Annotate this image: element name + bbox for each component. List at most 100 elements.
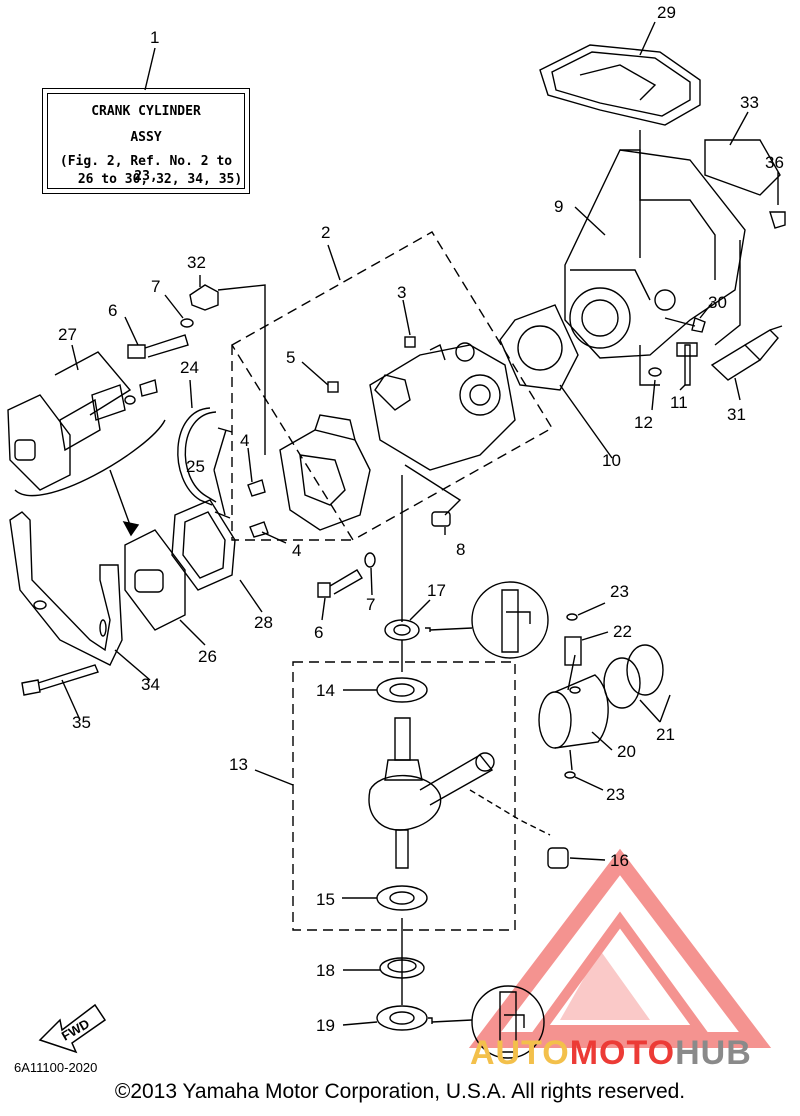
- catalog-number: 6A11100-2020: [14, 1060, 98, 1075]
- assembly-note-inner-frame: CRANK CYLINDER ASSY (Fig. 2, Ref. No. 2 …: [47, 93, 245, 189]
- callout-7-upper: 7: [151, 277, 160, 296]
- washer-27-drawing: [124, 395, 136, 405]
- dowel-pin-5-drawing: [327, 381, 339, 393]
- washer-12-drawing: [648, 367, 662, 377]
- callout-21: 21: [656, 725, 675, 744]
- spacer-18-inner: [387, 959, 417, 973]
- spacer-18-drawing: [379, 957, 425, 979]
- crankshaft-assembly-dashed-outline: [292, 661, 516, 931]
- hose-24-drawing: [177, 407, 213, 506]
- callout-22: 22: [613, 622, 632, 641]
- callout-36: 36: [765, 153, 784, 172]
- note-leader-line: [144, 47, 156, 91]
- note-line-2: ASSY: [130, 130, 162, 145]
- leader-3: [402, 299, 411, 336]
- leader-6-lower: [321, 597, 326, 621]
- washer-7-upper-drawing: [180, 318, 194, 328]
- callout-34: 34: [141, 675, 160, 694]
- seal-17-detail-circle: [471, 581, 549, 659]
- bearing-15-inner: [389, 891, 415, 905]
- group-arrow: [109, 469, 131, 526]
- note-line-1: CRANK CYLINDER: [91, 104, 201, 119]
- leader-23-lower: [574, 776, 604, 791]
- bracket-27: [54, 351, 132, 416]
- leader-23-upper: [577, 602, 606, 616]
- leader-4-lower: [261, 531, 287, 544]
- bolt-11-drawing: [676, 342, 698, 386]
- callout-27: 27: [58, 325, 77, 344]
- piston-ring-upper-drawing: [603, 657, 641, 709]
- leader-12: [651, 379, 656, 411]
- callout-20: 20: [617, 742, 636, 761]
- piston-pin-line: [567, 654, 576, 691]
- leader-28: [239, 579, 263, 613]
- gasket-28-drawing: [171, 499, 236, 591]
- callout-6-lower: 6: [314, 623, 323, 642]
- bearing-14-drawing: [376, 677, 428, 703]
- crankcase-assembly-dashed-outline-2: [231, 345, 353, 541]
- dowel-pin-3-drawing: [404, 336, 416, 348]
- leader-4-upper: [247, 447, 253, 483]
- bearing-14-inner: [389, 683, 415, 697]
- crankcase-assembly-dashed-outline: [231, 231, 553, 541]
- callout-1: 1: [150, 28, 159, 47]
- callout-8: 8: [456, 540, 465, 559]
- crankshaft-drawing: [368, 717, 495, 869]
- leader-35: [61, 679, 81, 721]
- leader-5: [301, 361, 329, 386]
- watermark-brand-text: AUTOMOTOHUB: [470, 1034, 752, 1073]
- hose-24-drawing-inner: [184, 411, 217, 503]
- oil-seal-19-drawing: [376, 1005, 428, 1031]
- callout-28: 28: [254, 613, 273, 632]
- oil-seal-17-drawing: [384, 619, 420, 641]
- clip-23-lower-drawing: [564, 771, 576, 779]
- gasket-28-inner: [182, 511, 226, 579]
- callout-7-lower: 7: [366, 595, 375, 614]
- callout-19: 19: [316, 1016, 335, 1035]
- watermark-part-2: MOTO: [569, 1034, 676, 1072]
- leader-29: [639, 21, 656, 56]
- callout-14: 14: [316, 681, 335, 700]
- crankcase-drawing: [279, 414, 371, 531]
- bolt-6-upper-drawing: [127, 334, 189, 359]
- callout-16: 16: [610, 851, 629, 870]
- leader-20: [591, 731, 613, 751]
- leader-17: [409, 599, 431, 621]
- piston-ring-lower-drawing: [626, 644, 664, 696]
- clip-25-upper-drawing: [217, 427, 233, 433]
- bolt-6-lower-drawing: [317, 569, 363, 598]
- screw-27-drawing: [139, 379, 158, 397]
- assembly-note-box: CRANK CYLINDER ASSY (Fig. 2, Ref. No. 2 …: [42, 88, 250, 194]
- callout-29: 29: [657, 3, 676, 22]
- leader-30: [699, 302, 713, 319]
- leader-23-lower-line: [569, 749, 573, 771]
- callout-6-upper: 6: [108, 301, 117, 320]
- callout-31: 31: [727, 405, 746, 424]
- callout-9: 9: [554, 197, 563, 216]
- callout-3: 3: [397, 283, 406, 302]
- callout-2: 2: [321, 223, 330, 242]
- callout-32: 32: [187, 253, 206, 272]
- leader-34: [114, 649, 151, 681]
- seal-19-detail-pointer: [428, 1017, 473, 1024]
- callout-11: 11: [670, 393, 688, 412]
- label-36-drawing: [769, 211, 786, 229]
- callout-12: 12: [634, 413, 653, 432]
- leader-22: [581, 631, 609, 641]
- callout-5: 5: [286, 348, 295, 367]
- exhaust-cover-gasket-drawing: [539, 44, 701, 126]
- leader-11: [679, 384, 686, 391]
- spark-plug-drawing: [710, 325, 783, 381]
- group-arrow-head: [122, 520, 140, 537]
- silencer-bracket-drawing: [9, 511, 123, 666]
- seal-17-detail-pointer: [425, 627, 473, 632]
- callout-18: 18: [316, 961, 335, 980]
- part-drawings: [7, 21, 786, 1059]
- callout-24: 24: [180, 358, 199, 377]
- oil-seal-19-inner: [389, 1011, 415, 1025]
- watermark-part-1: AUTO: [470, 1034, 570, 1072]
- cylinder-gasket-drawing: [499, 304, 579, 391]
- intake-cover-plate-drawing: [7, 394, 71, 491]
- washer-7-lower-drawing: [364, 552, 376, 568]
